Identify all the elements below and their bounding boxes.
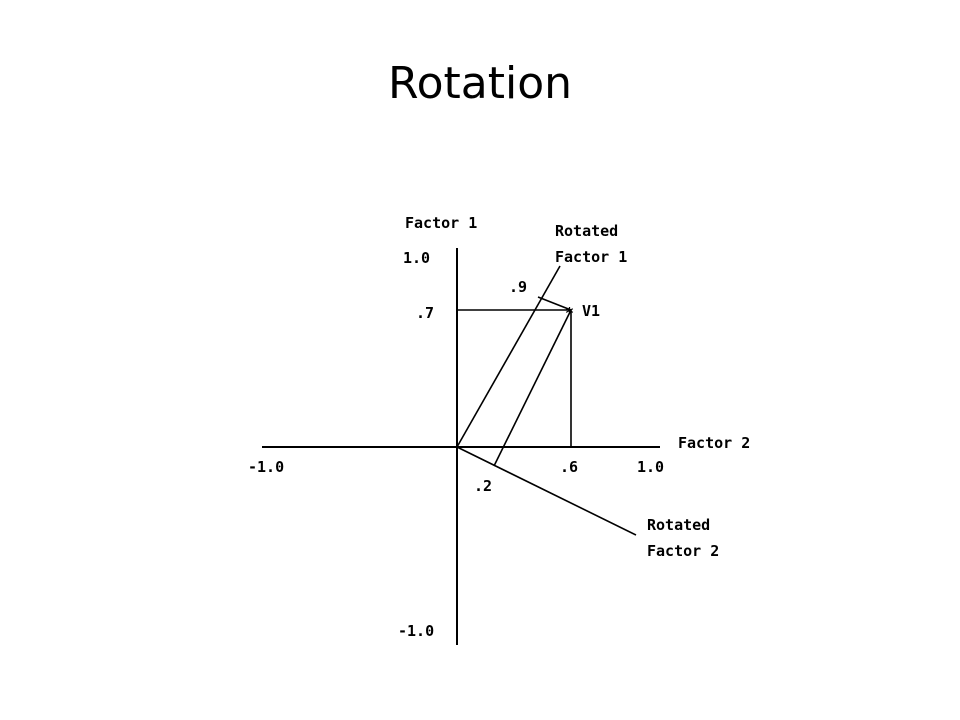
v1-point-marker: * [565,304,574,322]
v1-factor-1-loading-label: .7 [416,304,434,322]
v1-rotated-factor-2-loading-label: .2 [474,477,492,495]
rotated-factor-2-axis [456,446,637,536]
vertical-max-tick-label: 1.0 [403,249,430,267]
rotated-factor-1-label-line-2: Factor 1 [555,248,627,266]
v1-factor-2-loading-label: .6 [560,458,578,476]
v1-projection-to-rotated-factor-1 [537,296,572,311]
rotated-factor-1-label-line-1: Rotated [555,222,618,240]
slide-title: Rotation [387,58,572,109]
rotated-factor-1-axis [456,265,561,448]
rotated-factor-2-label-line-1: Rotated [647,516,710,534]
factor-1-axis-label: Factor 1 [405,214,477,232]
v1-label: V1 [582,302,600,320]
v1-rotated-factor-1-loading-label: .9 [509,278,527,296]
rotated-factor-2-label-line-2: Factor 2 [647,542,719,560]
v1-projection-to-rotated-factor-2 [493,309,572,467]
factor-2-axis-label: Factor 2 [678,434,750,452]
vertical-min-tick-label: -1.0 [398,622,434,640]
horizontal-max-tick-label: 1.0 [637,458,664,476]
horizontal-min-tick-label: -1.0 [248,458,284,476]
